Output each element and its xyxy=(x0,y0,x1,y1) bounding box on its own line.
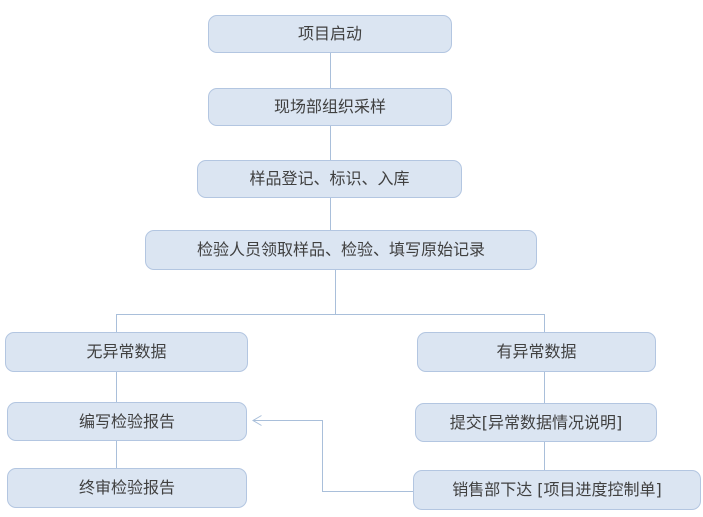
flow-node-sample-registration: 样品登记、标识、入库 xyxy=(197,160,462,198)
flow-node-final-review-report: 终审检验报告 xyxy=(7,468,247,508)
flow-node-sales-control-sheet: 销售部下达 [项目进度控制单] xyxy=(413,470,701,510)
flow-node-inspection-record: 检验人员领取样品、检验、填写原始记录 xyxy=(145,230,537,270)
connector-sales-writereport-feedback xyxy=(253,420,413,492)
flow-node-write-report: 编写检验报告 xyxy=(7,402,247,441)
flow-node-abnormal-data: 有异常数据 xyxy=(417,332,656,372)
feedback-arrowhead-icon xyxy=(252,415,262,426)
flow-node-no-abnormal-data: 无异常数据 xyxy=(5,332,248,372)
flow-node-submit-explanation: 提交[异常数据情况说明] xyxy=(415,403,657,442)
flow-node-field-sampling: 现场部组织采样 xyxy=(208,88,452,126)
flow-node-project-start: 项目启动 xyxy=(208,15,452,53)
